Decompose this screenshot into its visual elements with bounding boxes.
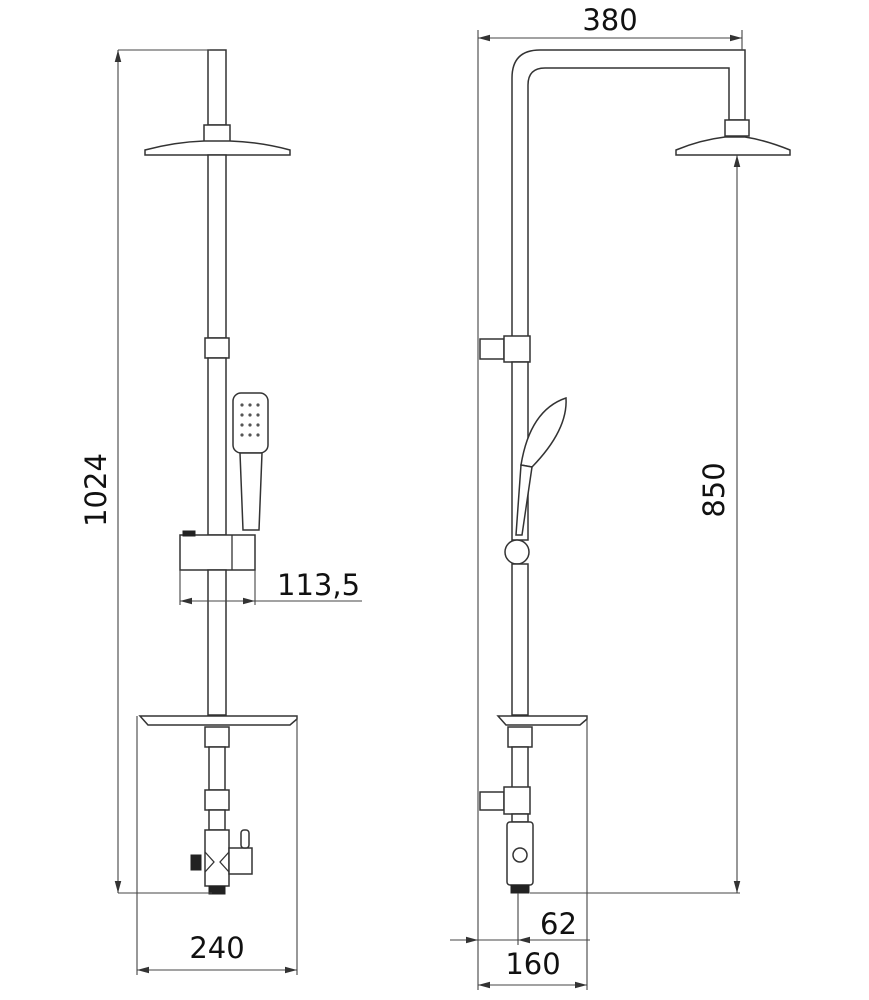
side-hand-shower-head	[520, 396, 567, 468]
dimension-label-shelf-width: 240	[189, 931, 244, 965]
front-view: 1024 113,5 240	[79, 49, 362, 975]
dimension-label-inlet-offset: 62	[540, 907, 577, 941]
front-top-arm	[207, 49, 227, 126]
dimension-label-total-height: 1024	[79, 453, 113, 527]
side-view: 380 850 62 160	[450, 3, 791, 990]
front-mid-pipe	[207, 357, 227, 536]
side-wall-bracket-lower	[479, 791, 505, 811]
front-side-inlet	[190, 854, 202, 871]
dimension-label-slider-width: 113,5	[277, 568, 360, 602]
front-pipe-joint	[204, 337, 230, 359]
side-wall-bracket-upper	[479, 338, 505, 360]
front-hand-shower	[232, 392, 269, 531]
front-collar	[204, 726, 230, 748]
side-head-collar	[724, 119, 750, 137]
front-lower-pipe	[207, 569, 227, 716]
side-diverter-knob	[512, 847, 528, 863]
side-rain-head	[675, 136, 791, 156]
front-bottom-thread	[208, 885, 226, 895]
front-diverter-lever	[240, 829, 250, 849]
side-lower-pipe	[511, 563, 529, 716]
front-upper-pipe	[207, 154, 227, 339]
side-bottom-thread	[510, 884, 530, 894]
dimension-label-head-height: 850	[697, 462, 731, 517]
front-shelf	[138, 715, 298, 726]
front-rain-head	[144, 140, 291, 156]
side-arm-pipe	[511, 49, 746, 339]
front-pipe-joint-lower	[204, 789, 230, 811]
dimension-label-arm-reach: 380	[582, 3, 637, 37]
side-slider-knob	[504, 539, 530, 565]
front-slider-block	[179, 534, 256, 571]
front-diverter-valve	[204, 829, 230, 887]
side-shelf	[496, 715, 588, 726]
dimension-label-shelf-depth: 160	[505, 947, 560, 981]
